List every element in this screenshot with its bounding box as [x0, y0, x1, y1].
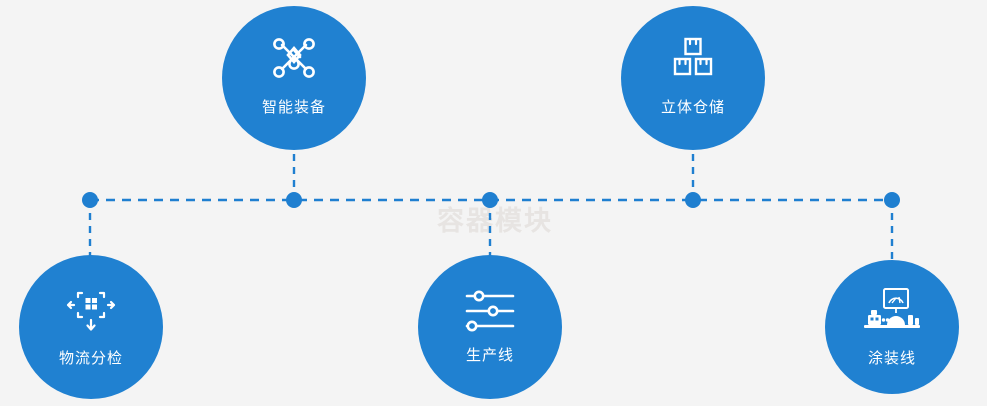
node-smart-equipment[interactable]: 智能装备	[222, 6, 366, 150]
node-production-line[interactable]: 生产线	[418, 255, 562, 399]
node-logistics-sorting[interactable]: 物流分检	[19, 255, 163, 399]
node-label-logistics-sorting: 物流分检	[58, 349, 123, 367]
node-label-production-line: 生产线	[465, 346, 514, 364]
node-stereoscopic-warehouse[interactable]: 立体仓储	[621, 6, 765, 150]
stacked-boxes-icon	[669, 36, 717, 82]
spine-dot-smart-equipment[interactable]	[286, 192, 302, 208]
spine-dot-production-line[interactable]	[482, 192, 498, 208]
network-nodes-icon	[270, 36, 318, 82]
spine-dot-painting-line[interactable]	[884, 192, 900, 208]
node-painting-line[interactable]: 涂装线	[825, 260, 959, 394]
node-label-stereoscopic-warehouse: 立体仓储	[660, 98, 725, 116]
sliders-icon	[464, 290, 516, 332]
sorting-arrows-icon	[65, 287, 117, 335]
paint-booth-icon	[862, 287, 922, 335]
node-label-painting-line: 涂装线	[867, 349, 916, 367]
node-label-smart-equipment: 智能装备	[261, 98, 326, 116]
spine-dot-logistics-sorting[interactable]	[82, 192, 98, 208]
spine-dot-stereoscopic-warehouse[interactable]	[685, 192, 701, 208]
